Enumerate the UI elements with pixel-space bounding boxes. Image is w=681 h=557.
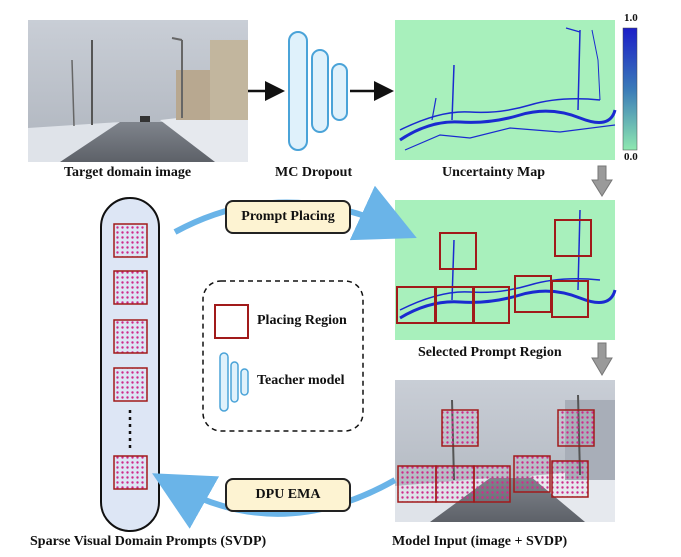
- prompt-tile: [113, 319, 148, 354]
- mc-dropout-network-icon: [288, 31, 348, 151]
- prompt-tile: [113, 367, 148, 402]
- prompt-tile: [113, 455, 148, 490]
- placing-region-swatch: [214, 304, 249, 339]
- model-input-image: [395, 380, 615, 522]
- colorbar-min-label: 0.0: [624, 151, 638, 163]
- prompt-tile: [113, 270, 148, 305]
- dpu-ema-label: DPU EMA: [225, 478, 351, 512]
- target-domain-image: [28, 20, 248, 162]
- caption-uncertainty-map: Uncertainty Map: [442, 165, 546, 180]
- uncertainty-map: [395, 20, 617, 160]
- down-arrow-1: [591, 165, 613, 197]
- caption-model-input: Model Input (image + SVDP): [392, 534, 568, 549]
- caption-target-image: Target domain image: [64, 165, 192, 180]
- svdp-capsule: [100, 197, 160, 532]
- teacher-model-icon: [219, 352, 249, 412]
- selected-prompt-region-map: [395, 200, 617, 340]
- prompt-placing-label: Prompt Placing: [225, 200, 351, 234]
- legend-box: [202, 280, 364, 432]
- colorbar: [622, 27, 638, 151]
- down-arrow-2: [591, 342, 613, 376]
- legend-teacher-model: Teacher model: [257, 373, 345, 388]
- caption-mc-dropout: MC Dropout: [275, 165, 353, 180]
- dpu-ema-arrow: [152, 473, 397, 529]
- caption-selected-region: Selected Prompt Region: [418, 345, 562, 360]
- caption-svdp: Sparse Visual Domain Prompts (SVDP): [30, 534, 267, 549]
- legend-placing-region: Placing Region: [257, 313, 347, 328]
- colorbar-max-label: 1.0: [624, 12, 638, 24]
- prompt-tile: [113, 223, 148, 258]
